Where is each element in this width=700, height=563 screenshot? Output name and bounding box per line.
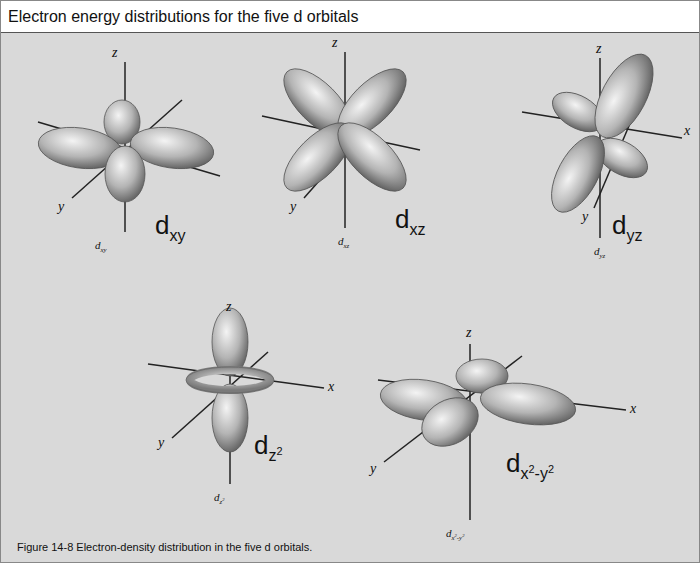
figure-caption: Figure 14-8 Electron-density distributio… bbox=[14, 540, 315, 554]
orbital-caption: x bbox=[452, 535, 455, 542]
orbital-caption: 2 bbox=[462, 534, 464, 539]
axis-label: z bbox=[596, 42, 601, 56]
orbital-label: d bbox=[395, 206, 409, 232]
axis-label-group: z bbox=[112, 46, 117, 60]
axis-label-group: y bbox=[370, 462, 376, 476]
axis-label-group: z bbox=[332, 36, 337, 50]
axis-label-group: x bbox=[630, 402, 636, 416]
orbital-caption: 2 bbox=[222, 498, 224, 503]
orbital-caption: z bbox=[220, 499, 223, 506]
orbital-caption: d bbox=[214, 492, 220, 503]
axis-label-group: z bbox=[596, 42, 601, 56]
orbital-label: yz bbox=[626, 227, 642, 243]
orbital-label-group: dxz bbox=[395, 206, 426, 232]
orbital-label: x bbox=[520, 465, 528, 481]
axis-label: y bbox=[158, 436, 164, 450]
axis-label-group: y bbox=[158, 436, 164, 450]
axis-label: x bbox=[684, 124, 690, 138]
orbital-label: 2 bbox=[277, 446, 283, 457]
orbital-label-group: dz2 bbox=[254, 432, 283, 458]
axis-label-group: y bbox=[582, 210, 588, 224]
orbital-caption: d bbox=[95, 240, 101, 251]
orbital-caption: d bbox=[594, 246, 600, 257]
axis-label: z bbox=[332, 36, 337, 50]
orbital-label: d bbox=[612, 212, 626, 238]
axis-label: y bbox=[582, 210, 588, 224]
orbital-label: -y bbox=[535, 465, 548, 481]
orbital-caption-group: dxy bbox=[95, 240, 107, 251]
axis-label: z bbox=[112, 46, 117, 60]
axis-label: x bbox=[630, 402, 636, 416]
orbital-caption: 2 bbox=[455, 534, 457, 539]
orbital-caption-group: dxz bbox=[338, 236, 349, 247]
orbital-caption: xz bbox=[344, 243, 350, 250]
axis-label: x bbox=[328, 380, 334, 394]
orbital-caption: d bbox=[446, 528, 452, 539]
axis-label-group: x bbox=[328, 380, 334, 394]
axis-label: z bbox=[226, 300, 231, 314]
axis-label: y bbox=[290, 200, 296, 214]
orbital-caption: d bbox=[338, 236, 344, 247]
axis-label: z bbox=[466, 326, 471, 340]
orbital-label: xz bbox=[409, 221, 425, 237]
orbital-label: 2 bbox=[548, 464, 554, 475]
orbital-caption: -y bbox=[457, 535, 462, 542]
orbital-caption: xy bbox=[101, 247, 107, 254]
orbital-label-group: dx2-y2 bbox=[506, 450, 554, 476]
orbital-label-group: dyz bbox=[612, 212, 643, 238]
orbital-caption-group: dyz bbox=[594, 246, 605, 257]
axis-label-group: y bbox=[290, 200, 296, 214]
axis-label-group: x bbox=[684, 124, 690, 138]
orbital-label: 2 bbox=[529, 464, 535, 475]
title: Electron energy distributions for the fi… bbox=[8, 8, 358, 26]
orbital-caption-group: dz2 bbox=[214, 492, 224, 503]
orbital-label: d bbox=[506, 450, 520, 476]
axis-label-group: y bbox=[58, 200, 64, 214]
orbital-label: d bbox=[155, 212, 169, 238]
orbital-label: z bbox=[268, 447, 276, 463]
orbital-label: xy bbox=[169, 227, 185, 243]
orbital-label: d bbox=[254, 432, 268, 458]
orbital-caption-group: dx2-y2 bbox=[446, 528, 464, 539]
orbital-label-group: dxy bbox=[155, 212, 186, 238]
axis-label: y bbox=[370, 462, 376, 476]
axis-label: y bbox=[58, 200, 64, 214]
axis-label-group: z bbox=[466, 326, 471, 340]
axis-label-group: z bbox=[226, 300, 231, 314]
orbital-caption: yz bbox=[600, 253, 606, 260]
